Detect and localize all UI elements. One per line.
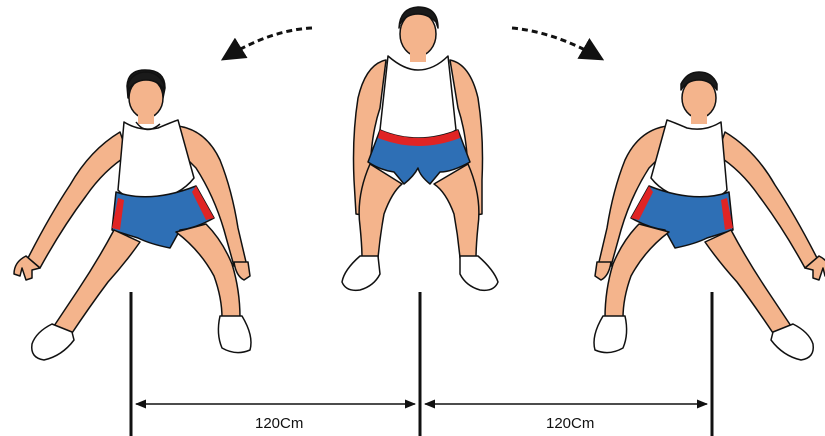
athlete-center-leg-left	[359, 164, 402, 258]
athlete-center-figure	[342, 7, 498, 290]
athlete-left-shoe-right	[218, 316, 251, 353]
move-left-arrow	[225, 28, 312, 58]
dimension-label-right: 120Cm	[546, 415, 594, 432]
athlete-right-figure	[594, 72, 825, 360]
athlete-center-leg-right	[434, 164, 479, 258]
dimension-label-left: 120Cm	[255, 415, 303, 432]
athlete-right-shoe-right	[594, 316, 627, 353]
athlete-center-shirt	[380, 56, 456, 142]
athlete-left-leg-left	[54, 230, 140, 336]
athlete-left-hand-right	[234, 262, 250, 280]
athlete-center-shoe-right	[460, 256, 498, 290]
athlete-center-shoe-left	[342, 256, 380, 290]
athlete-right-leg-left	[705, 230, 791, 336]
move-right-arrow	[512, 28, 600, 58]
athlete-right-hand-right	[595, 262, 611, 280]
